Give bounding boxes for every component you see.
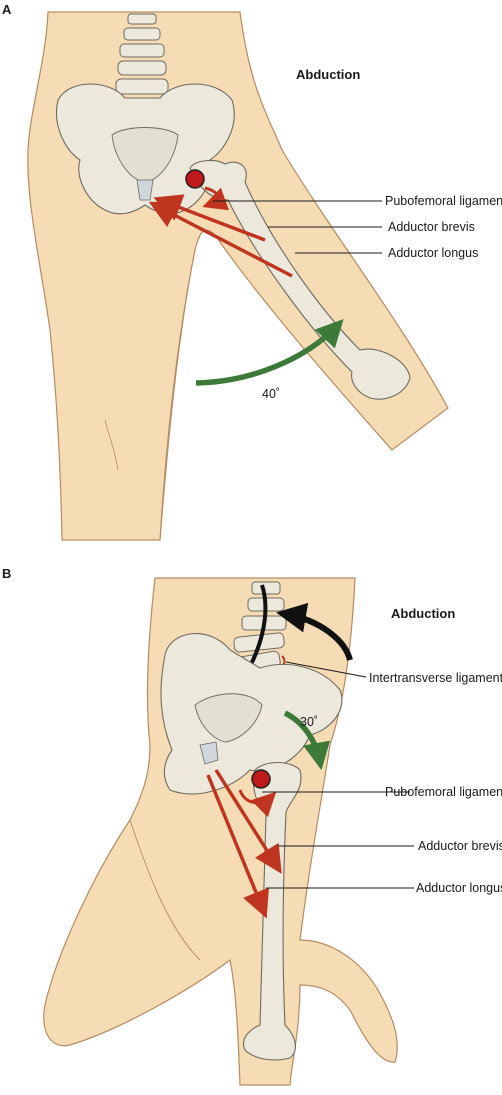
panel-b-label-adductor-longus: Adductor longus (416, 881, 502, 895)
panel-a-letter: A (2, 2, 12, 17)
panel-b-label-adductor-brevis: Adductor brevis (418, 839, 502, 853)
panel-a-spine (115, 13, 169, 95)
panel-a-hip-joint-dot (185, 169, 205, 189)
panel-a-label-pubofemoral: Pubofemoral ligament (385, 194, 502, 208)
panel-b-pubofemoral-arrow (238, 789, 277, 818)
panel-a-pubofemoral-arrow (202, 186, 229, 211)
panel-b-label-intertransverse: Intertransverse ligament (369, 671, 502, 685)
panel-a-adductor-longus-arrow (148, 201, 293, 278)
panel-b-label-pubofemoral: Pubofemoral ligament (385, 785, 502, 799)
panel-b-abduction-arc-arrow (283, 710, 331, 771)
panel-a-femur (189, 159, 411, 400)
panel-b: B 30˚ Abducti (2, 566, 502, 1086)
panel-a-label-adductor-brevis: Adductor brevis (388, 220, 475, 234)
panel-a: A 40˚ Abduction (2, 2, 502, 541)
panel-b-adductor-brevis-arrow (214, 769, 282, 874)
panel-b-lateral-flexion-arrow (276, 602, 353, 661)
panel-b-title: Abduction (391, 606, 455, 621)
panel-a-angle-label: 40˚ (262, 387, 280, 401)
panel-a-title: Abduction (296, 67, 360, 82)
panel-a-abduction-arc-arrow (195, 319, 344, 386)
panel-b-letter: B (2, 566, 11, 581)
panel-b-angle-label: 30˚ (300, 715, 318, 729)
panel-b-femur (242, 761, 302, 1061)
panel-b-adductor-longus-arrow (206, 774, 270, 919)
panel-b-hip-joint-dot (251, 769, 271, 789)
panel-a-label-adductor-longus: Adductor longus (388, 246, 478, 260)
